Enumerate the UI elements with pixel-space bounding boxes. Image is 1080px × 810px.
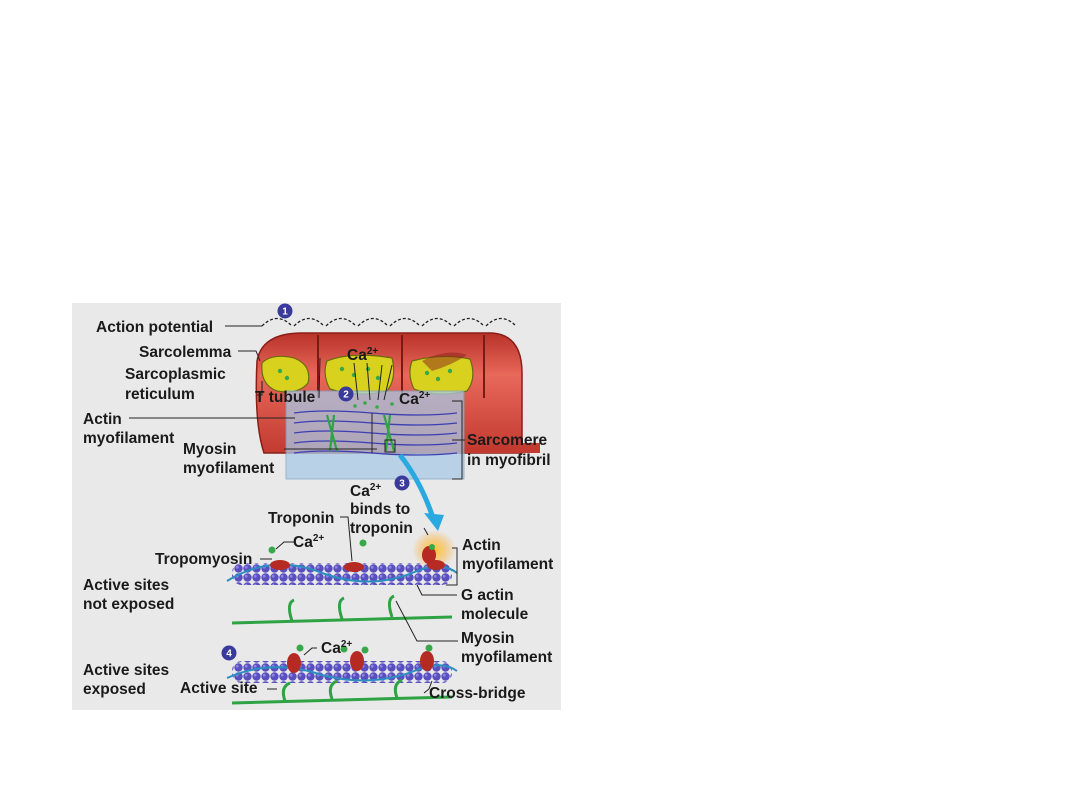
label-tropomyosin: Tropomyosin — [155, 551, 252, 568]
label-g-actin-1: G actin — [461, 587, 514, 604]
action-potential-arrows — [261, 317, 517, 327]
svg-text:4: 4 — [226, 649, 232, 660]
label-ca-mid: Ca2+ — [293, 533, 324, 551]
muscle-contraction-figure: 1 2 3 4 Action potential Sarcolemma Sarc… — [72, 303, 561, 710]
label-cross-bridge: Cross-bridge — [429, 685, 526, 702]
svg-text:3: 3 — [399, 479, 405, 490]
calcium-flow-arrowhead — [424, 513, 444, 531]
label-ca-binds: Ca2+ — [350, 482, 381, 500]
label-actin-right-1: Actin — [462, 537, 501, 554]
label-myosin-top-1: Myosin — [183, 441, 236, 458]
svg-text:2: 2 — [343, 390, 349, 401]
label-not-exposed-2: not exposed — [83, 596, 174, 613]
label-action-potential: Action potential — [96, 319, 213, 336]
label-ca-top: Ca2+ — [347, 346, 378, 364]
label-sarcomere-2: in myofibril — [467, 452, 551, 469]
calcium-release-arrows — [353, 362, 393, 401]
label-myosin-top-2: myofilament — [183, 460, 274, 477]
diagram-svg: 1 2 3 4 Action potential Sarcolemma Sarc… — [72, 303, 561, 710]
label-sarcolemma: Sarcolemma — [139, 344, 232, 361]
leader-lines — [129, 325, 465, 694]
label-active-site: Active site — [180, 680, 258, 697]
sarcoplasmic-reticulum — [261, 352, 474, 395]
label-g-actin-2: molecule — [461, 606, 529, 623]
label-ca-right: Ca2+ — [399, 390, 430, 408]
label-sarcoplasmic: Sarcoplasmic — [125, 366, 226, 383]
svg-text:1: 1 — [282, 307, 288, 318]
step-1-badge: 1 — [277, 303, 293, 319]
myosin-filament-active — [231, 678, 453, 705]
actin-filament-active — [226, 644, 458, 683]
label-actin-right-2: myofilament — [462, 556, 553, 573]
step-3-badge: 3 — [394, 475, 410, 491]
label-myosin-right-1: Myosin — [461, 630, 514, 647]
label-sarcomere-1: Sarcomere — [467, 432, 548, 449]
label-t-tubule: T tubule — [255, 389, 316, 406]
sarcomere-box — [285, 390, 465, 480]
label-exposed-1: Active sites — [83, 662, 169, 679]
label-not-exposed-1: Active sites — [83, 577, 169, 594]
label-troponin: Troponin — [268, 510, 334, 527]
label-actin-top-2: myofilament — [83, 430, 174, 447]
label-ca-bottom: Ca2+ — [321, 639, 352, 657]
label-reticulum: reticulum — [125, 386, 195, 403]
myosin-filament-relaxed — [231, 594, 453, 625]
step-4-badge: 4 — [221, 645, 237, 661]
label-exposed-2: exposed — [83, 681, 146, 698]
step-2-badge: 2 — [338, 386, 354, 402]
actin-filament-relaxed — [226, 530, 458, 585]
label-actin-top-1: Actin — [83, 411, 122, 428]
label-binds-to: binds to — [350, 501, 410, 518]
label-binds-troponin: troponin — [350, 520, 413, 537]
label-myosin-right-2: myofilament — [461, 649, 552, 666]
